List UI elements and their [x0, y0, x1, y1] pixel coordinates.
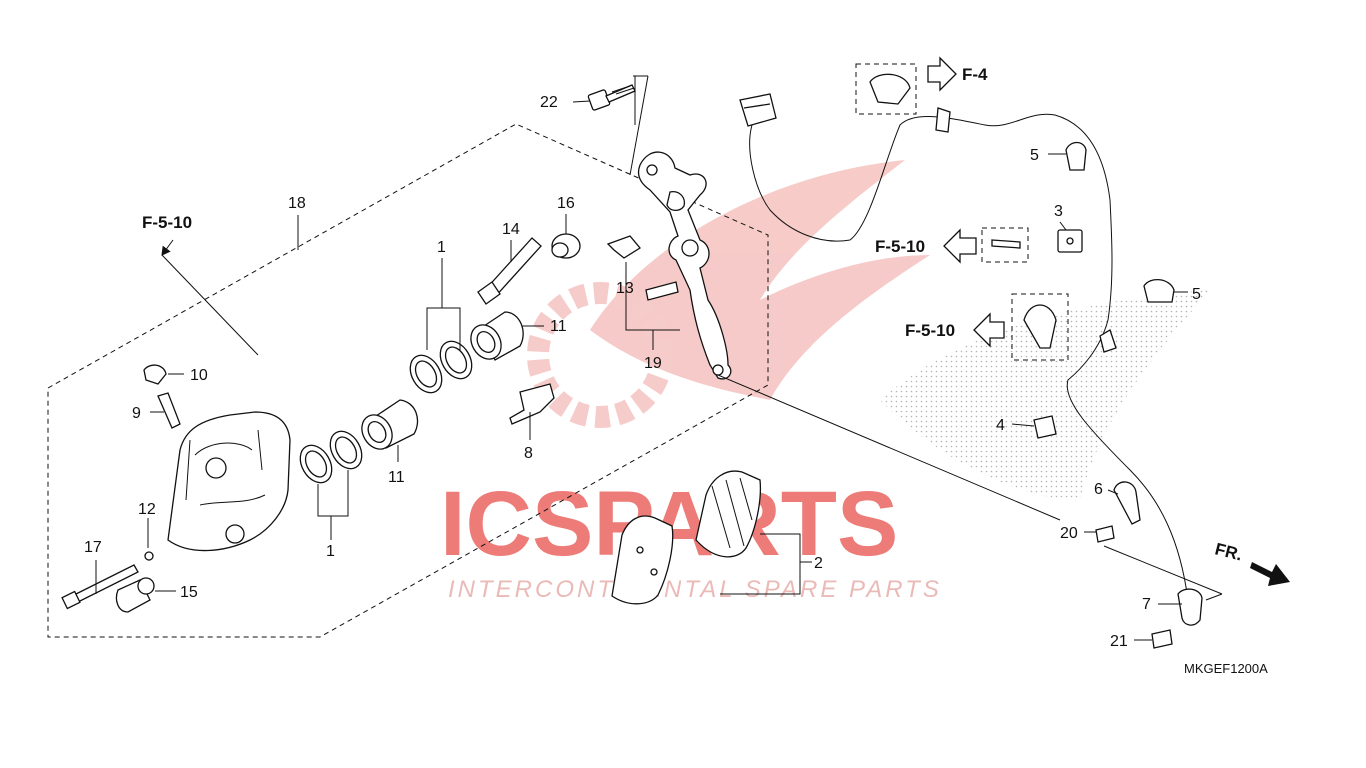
callout-4: 4	[996, 417, 1005, 434]
callout-15: 15	[180, 584, 198, 601]
abs-sensor-harness	[739, 93, 1203, 626]
arrow-f4	[927, 56, 957, 92]
ref-label-f510-bracket: F-5-10	[905, 321, 955, 340]
front-indicator-label: FR.	[1213, 539, 1244, 564]
callout-1-upper: 1	[437, 239, 446, 256]
clip-5-lower	[1143, 279, 1175, 303]
brake-pad-2-rear	[611, 515, 674, 605]
spring-clip-13	[606, 235, 641, 259]
piston-11-lower	[361, 399, 419, 450]
ref-label-f510-clamp: F-5-10	[875, 237, 925, 256]
bleeder-cap-10	[143, 364, 167, 385]
watermark-dotted-wing	[880, 290, 1210, 500]
ref-label-f510-caliper: F-5-10	[142, 213, 192, 232]
callout-14: 14	[502, 221, 520, 238]
bolt-21	[1151, 629, 1173, 649]
piston-11-upper	[470, 311, 524, 361]
clip-5-upper	[1065, 141, 1087, 171]
washer-12	[144, 551, 154, 561]
callout-17: 17	[84, 539, 102, 556]
bolt-17	[61, 564, 139, 610]
callout-5-upper: 5	[1030, 147, 1039, 164]
boot-16	[551, 233, 581, 259]
callout-6: 6	[1094, 481, 1103, 498]
watermark-gear	[527, 282, 673, 428]
callout-18: 18	[288, 195, 306, 212]
pad-spring-8	[509, 383, 555, 425]
slide-pin-14	[477, 237, 542, 305]
seals-1-lower	[299, 430, 363, 484]
arrow-f510-low	[973, 312, 1005, 348]
callout-9: 9	[132, 405, 141, 422]
callout-21: 21	[1110, 633, 1128, 650]
callout-22: 22	[540, 94, 558, 111]
callout-11-lower: 11	[388, 469, 405, 486]
callout-3: 3	[1054, 203, 1063, 220]
clamp-3	[1057, 229, 1083, 253]
bolt-20	[1095, 525, 1115, 543]
watermark-tagline: INTERCONTINENTAL SPARE PARTS	[448, 576, 942, 603]
callout-5-lower: 5	[1192, 286, 1201, 303]
caliper-body	[167, 411, 291, 552]
ref-box-clamp-f4	[855, 63, 917, 115]
callout-16: 16	[557, 195, 575, 212]
callout-20: 20	[1060, 525, 1078, 542]
callout-11-upper: 11	[550, 318, 567, 335]
diagram-code: MKGEF1200A	[1184, 661, 1268, 676]
arrow-f510-mid	[943, 228, 977, 264]
ref-box-clamp-bolt	[981, 227, 1029, 263]
arrow-front	[1250, 562, 1290, 586]
callout-19: 19	[644, 355, 662, 372]
callout-13: 13	[616, 280, 634, 297]
ref-box-bracket	[1011, 293, 1069, 361]
ref-label-f4: F-4	[962, 65, 988, 84]
callouts: 22 18 14 16 13 19 1 11 10 9 8 11 1 12 17…	[84, 94, 1201, 650]
watermark-wing	[590, 160, 930, 400]
seals-1-upper	[409, 340, 473, 394]
clamp-6	[1113, 481, 1141, 525]
watermark: ICSPARTS INTERCONTINENTAL SPARE PARTS	[440, 160, 1210, 603]
callout-10: 10	[190, 367, 208, 384]
caliper-bracket-19	[637, 151, 732, 380]
callout-7: 7	[1142, 596, 1151, 613]
grommet-4	[1033, 415, 1057, 439]
bolt-15	[115, 577, 155, 613]
caliper-assembly-outline	[47, 123, 769, 638]
callout-8: 8	[524, 445, 533, 462]
bolt-22	[572, 84, 636, 111]
callout-2: 2	[814, 555, 823, 572]
callout-1-lower: 1	[326, 543, 335, 560]
leader-lines	[95, 153, 1223, 641]
bleeder-valve-9	[157, 392, 181, 429]
brake-pad-2-front	[695, 470, 762, 558]
callout-12: 12	[138, 501, 156, 518]
